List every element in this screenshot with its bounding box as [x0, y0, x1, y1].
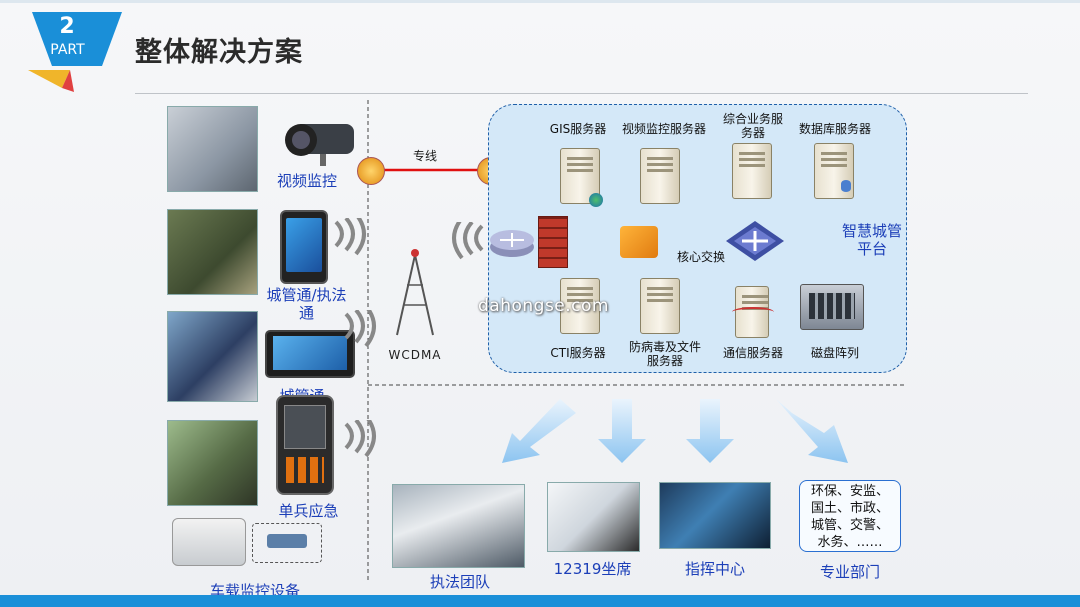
business-server-label: 综合业务服务器: [722, 112, 783, 140]
switch-icon: [620, 226, 658, 258]
dept-line: 城管、交警、: [810, 518, 889, 533]
vehicle-camera-icon: [252, 523, 322, 563]
arrow-down: [598, 399, 646, 463]
video-monitor-label: 视频监控: [276, 172, 337, 190]
badge-accent-red: [62, 70, 74, 92]
antivirus-server-icon: [640, 278, 680, 334]
single-unit-label: 单兵应急: [278, 502, 339, 520]
gis-server-label: GIS服务器: [549, 122, 607, 136]
command-center-photo: [659, 482, 771, 549]
team-label: 执法团队: [429, 573, 490, 591]
call-center-photo: [547, 482, 640, 552]
part-badge: [28, 12, 122, 92]
badge-accent-yellow: [28, 70, 70, 88]
camera-man-photo: [167, 420, 258, 506]
wcdma-label: WCDMA: [388, 348, 442, 362]
departments-box: 环保、安监、 国土、市政、 城管、交警、 水务、……: [799, 480, 901, 552]
core-switch-icon: [726, 221, 784, 261]
vehicle-icon: [172, 518, 246, 566]
signal-icon: [344, 310, 376, 348]
officer-phone-photo: [167, 209, 258, 295]
router-cylinder-icon: [490, 230, 534, 257]
core-switch-label: 核心交换: [676, 250, 725, 264]
badge-text: PART: [50, 42, 85, 58]
cti-server-icon: [560, 278, 600, 334]
database-server-icon: [814, 143, 854, 199]
antivirus-server-label: 防病毒及文件服务器: [628, 340, 701, 368]
dept-line: 国土、市政、: [810, 501, 889, 516]
part-badge-shape: [32, 12, 122, 66]
comm-server-icon: [732, 286, 774, 338]
disk-array-label: 磁盘阵列: [810, 346, 859, 360]
tablet-icon: [265, 330, 355, 378]
enforcement-team-photo: [392, 484, 525, 568]
officer-photo: [167, 311, 258, 402]
hotline-label: 12319坐席: [553, 560, 632, 578]
title-divider: [135, 93, 1028, 94]
dept-line: 水务、……: [817, 535, 883, 550]
dept-label: 专业部门: [819, 563, 880, 581]
signal-icon: [344, 420, 376, 458]
video-server-icon: [640, 148, 680, 204]
business-server-icon: [732, 143, 772, 199]
platform-label: 智慧城管平台: [841, 222, 902, 258]
page-title: 整体解决方案: [135, 37, 303, 68]
cti-server-label: CTI服务器: [550, 346, 606, 360]
bottom-bar: [0, 595, 1080, 607]
dedicated-line-label: 专线: [412, 149, 437, 163]
arrow-down-right: [776, 399, 848, 463]
router-icon: [357, 157, 385, 185]
arrow-down: [686, 399, 734, 463]
wcdma-tower-icon: [396, 249, 434, 336]
signal-icon: [452, 222, 484, 260]
output-arrows: [502, 399, 848, 463]
comm-server-label: 通信服务器: [722, 346, 783, 360]
disk-array-icon: [800, 284, 864, 330]
badge-number: 2: [59, 14, 75, 39]
top-accent-line: [0, 0, 1080, 3]
crowd-photo: [167, 106, 258, 192]
command-label: 指挥中心: [684, 560, 745, 578]
camera-icon: [276, 118, 358, 168]
cgt-label: 城管通/执法通: [266, 286, 347, 322]
video-server-label: 视频监控服务器: [621, 122, 706, 136]
database-server-label: 数据库服务器: [798, 122, 871, 136]
firewall-icon: [538, 216, 568, 268]
gis-server-icon: [560, 148, 603, 207]
dept-line: 环保、安监、: [810, 484, 889, 499]
smartphone-icon: [280, 210, 328, 284]
handheld-terminal-icon: [276, 395, 334, 495]
signal-icon: [334, 218, 366, 256]
watermark: dahongse.com: [478, 296, 609, 316]
arrow-down-left: [502, 399, 576, 463]
